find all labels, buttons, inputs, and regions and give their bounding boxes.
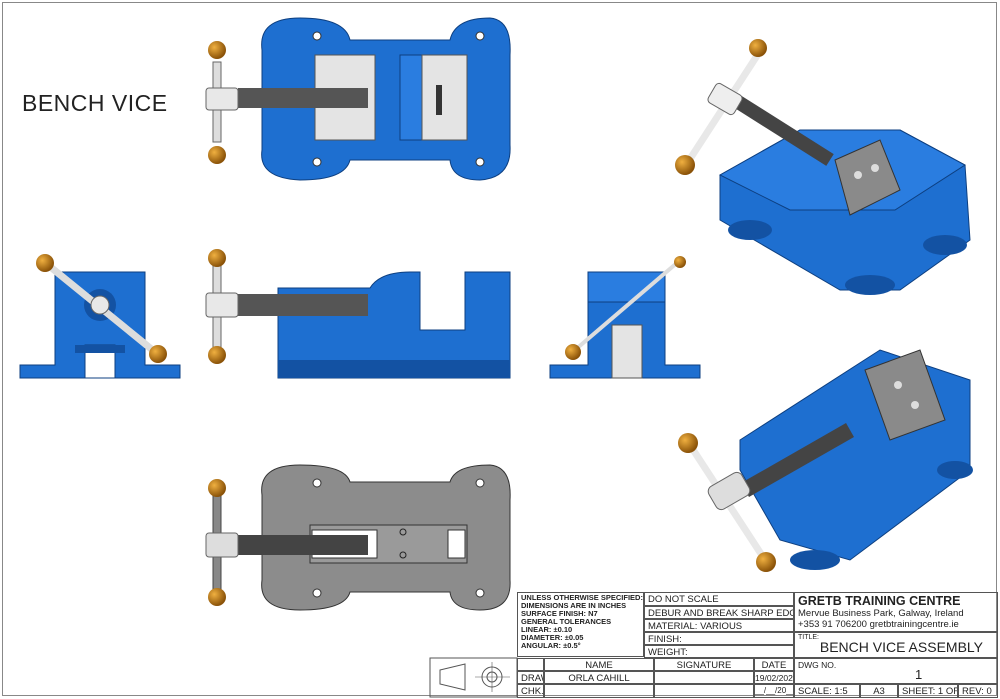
title-cell: TITLE: BENCH VICE ASSEMBLY: [794, 632, 998, 658]
general-notes: UNLESS OTHERWISE SPECIFIED: DIMENSIONS A…: [517, 592, 644, 657]
company-address: Mervue Business Park, Galway, Ireland: [798, 608, 964, 619]
finish: FINISH:: [644, 632, 794, 645]
side-view-right: [549, 256, 701, 379]
name-header: NAME: [544, 658, 654, 671]
drawing-title: BENCH VICE: [22, 90, 168, 116]
company-block: GRETB TRAINING CENTRE Mervue Business Pa…: [794, 592, 998, 632]
checked-signature: [654, 684, 754, 698]
sheet-number: SHEET: 1 OF 2: [898, 684, 958, 698]
isometric-view-2: [678, 349, 973, 572]
material: MATERIAL: VARIOUS: [644, 619, 794, 632]
drawn-name: ORLA CAHILL: [544, 671, 654, 684]
company-name: GRETB TRAINING CENTRE: [798, 594, 961, 608]
date-header: DATE: [754, 658, 794, 671]
note: DIMENSIONS ARE IN INCHES: [521, 601, 627, 610]
side-view-left: [19, 254, 181, 379]
do-not-scale: DO NOT SCALE: [644, 592, 794, 606]
drawn-label: DRAWN: [517, 671, 544, 684]
note: LINEAR: ±0.10: [521, 625, 573, 634]
front-view: [205, 249, 511, 379]
note: SURFACE FINISH: N7: [521, 609, 598, 618]
dwg-no-cell: DWG NO. 1: [794, 658, 998, 684]
drawing-name: BENCH VICE ASSEMBLY: [819, 639, 983, 655]
signature-header: SIGNATURE: [654, 658, 754, 671]
blank: [517, 658, 544, 671]
dwg-no-label: DWG NO.: [798, 660, 837, 670]
note: ANGULAR: ±0.5°: [521, 641, 581, 650]
scale: SCALE: 1:5: [794, 684, 860, 698]
drawn-date: 19/02/2020: [754, 671, 794, 684]
note: UNLESS OTHERWISE SPECIFIED:: [521, 593, 643, 602]
third-angle-projection-symbol: [429, 657, 518, 698]
debur-note: DEBUR AND BREAK SHARP EDGES: [644, 606, 794, 619]
drawn-signature: [654, 671, 754, 684]
isometric-view-1: [675, 39, 971, 295]
checked-date: __/__/20__: [754, 684, 794, 698]
sheet-size: A3: [860, 684, 898, 698]
weight: WEIGHT:: [644, 645, 794, 658]
note: GENERAL TOLERANCES: [521, 617, 612, 626]
dwg-no: 1: [915, 667, 923, 682]
revision: REV: 0: [958, 684, 998, 698]
checked-name: [544, 684, 654, 698]
company-contact: +353 91 706200 gretbtrainingcentre.ie: [798, 619, 959, 630]
title-label: TITLE:: [798, 634, 820, 641]
top-view: [205, 17, 511, 181]
title-block: UNLESS OTHERWISE SPECIFIED: DIMENSIONS A…: [517, 592, 998, 698]
bottom-view: [205, 464, 511, 611]
checked-label: CHK.D: [517, 684, 544, 698]
note: DIAMETER: ±0.05: [521, 633, 584, 642]
